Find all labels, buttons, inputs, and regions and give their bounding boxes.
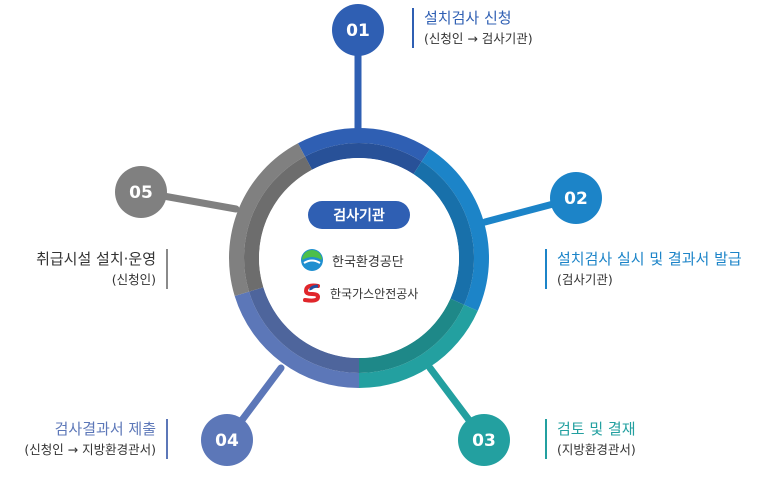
ring-segment-03-outer <box>359 304 478 388</box>
step-01-number: 01 <box>346 21 370 41</box>
ring-segment-02-outer <box>421 148 490 311</box>
org-kgs-label: 한국가스안전공사 <box>330 286 419 301</box>
step-04-node <box>201 414 253 466</box>
kgs-logo-icon <box>303 283 321 303</box>
step-02-number: 02 <box>564 189 588 209</box>
step-02-node <box>550 172 602 224</box>
step-03-text: 검토 및 결재 (지방환경관서) <box>545 419 636 460</box>
step-04-text: 검사결과서 제출 (신청인 → 지방환경관서) <box>24 419 168 460</box>
ring-segment-04-inner <box>249 287 359 373</box>
ring-segment-02-inner <box>413 161 474 305</box>
step-02-title: 설치검사 실시 및 결과서 발급 <box>557 250 742 268</box>
step-03-subtitle: (지방환경관서) <box>557 442 636 458</box>
ring-segment-05-inner <box>243 156 313 292</box>
step-01-subtitle: (신청인 → 검사기관) <box>424 31 533 47</box>
step-03-title: 검토 및 결재 <box>557 420 636 438</box>
keco-logo-icon <box>301 249 323 271</box>
org-kgs: 한국가스안전공사 <box>300 283 418 303</box>
step-03-number: 03 <box>472 431 496 451</box>
step-04-title: 검사결과서 제출 <box>54 420 156 438</box>
step-05-subtitle: (신청인) <box>111 272 156 288</box>
step-04-number: 04 <box>215 431 239 451</box>
step-05-text: 취급시설 설치·운영 (신청인) <box>36 249 168 290</box>
ring-segment-03-inner <box>359 298 465 373</box>
center-label: 검사기관 <box>308 201 410 229</box>
step-04-subtitle: (신청인 → 지방환경관서) <box>24 442 156 458</box>
step-02-text: 설치검사 실시 및 결과서 발급 (검사기관) <box>545 249 742 290</box>
ring-segment-05-outer <box>229 143 306 297</box>
step-01-node <box>332 4 384 56</box>
ring-segment-04-outer <box>234 291 359 388</box>
step-03-node <box>458 414 510 466</box>
step-01-text: 설치검사 신청 (신청인 → 검사기관) <box>412 8 533 49</box>
step-05-number: 05 <box>129 183 153 203</box>
step-05-node <box>115 166 167 218</box>
ring-segment-01-outer <box>297 127 430 162</box>
step-01-title: 설치검사 신청 <box>424 9 512 27</box>
step-02-subtitle: (검사기관) <box>557 272 613 288</box>
ring-segment-01-inner <box>305 143 422 175</box>
org-keco-label: 한국환경공단 <box>332 254 404 270</box>
step-05-title: 취급시설 설치·운영 <box>36 250 156 268</box>
org-keco: 한국환경공단 <box>300 248 404 272</box>
